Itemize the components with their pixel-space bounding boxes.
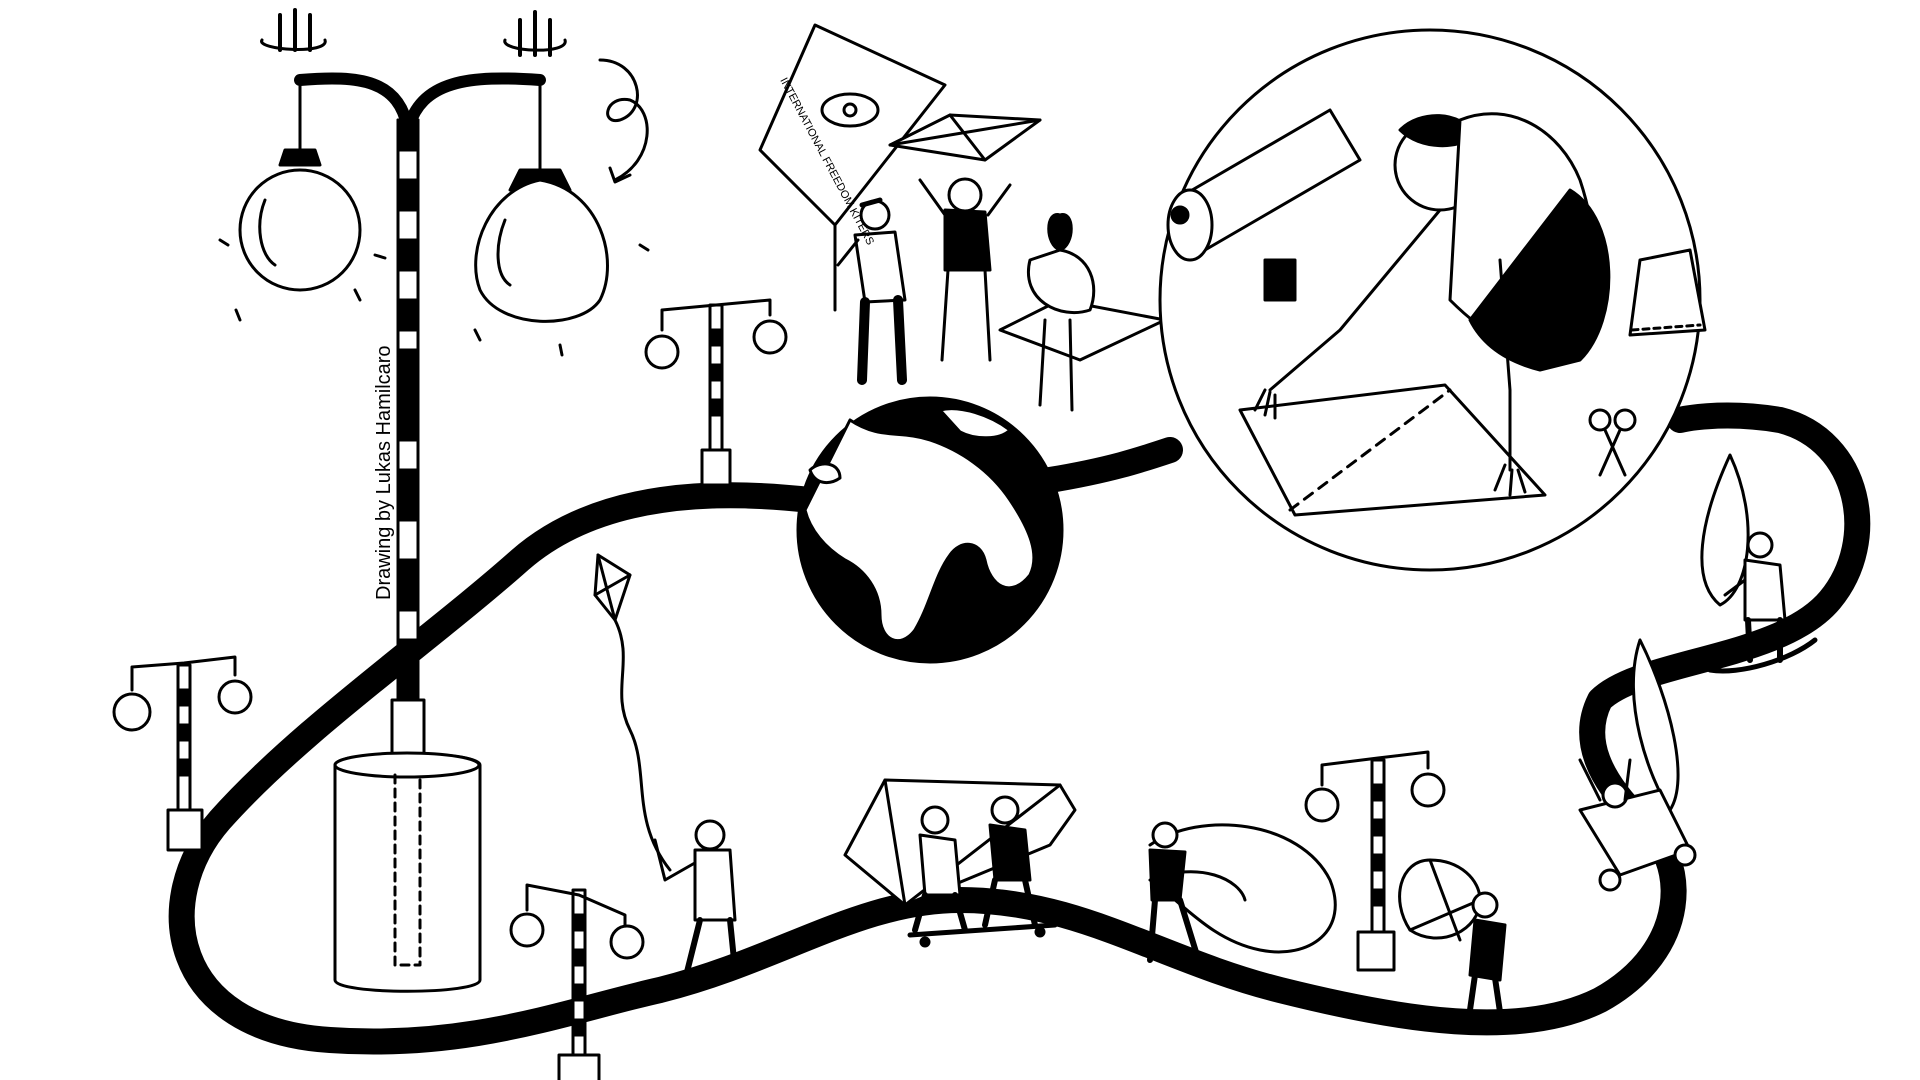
paint-roll-icon — [1166, 108, 1362, 262]
person-in-wagon — [1578, 638, 1697, 892]
small-street-lamp-icon — [112, 655, 253, 852]
skateboard-icon — [907, 922, 1058, 938]
artist-credit: Drawing by Lukas Hamilcaro — [373, 345, 395, 600]
skateboard-icon — [1707, 637, 1818, 674]
road-segment-upper — [1037, 437, 1183, 493]
sail-skater — [1700, 453, 1818, 674]
person-with-parachute-kite — [1398, 858, 1548, 1027]
globe-icon — [796, 396, 1064, 664]
skaters-carrying-kite — [843, 778, 1077, 948]
people-holding-kites — [758, 23, 1167, 412]
person-with-curved-kite — [1147, 821, 1337, 968]
winding-road — [168, 402, 1871, 1055]
skateboard-icon — [1422, 1007, 1548, 1027]
kite-making-vignette — [1158, 28, 1707, 572]
boy-flying-kite — [593, 553, 738, 983]
small-street-lamp-icon — [644, 298, 788, 487]
scissors-icon — [1588, 408, 1637, 477]
small-street-lamp-icon — [509, 883, 645, 1080]
big-street-lamp-icon — [218, 8, 650, 993]
small-street-lamp-icon — [1304, 750, 1446, 972]
